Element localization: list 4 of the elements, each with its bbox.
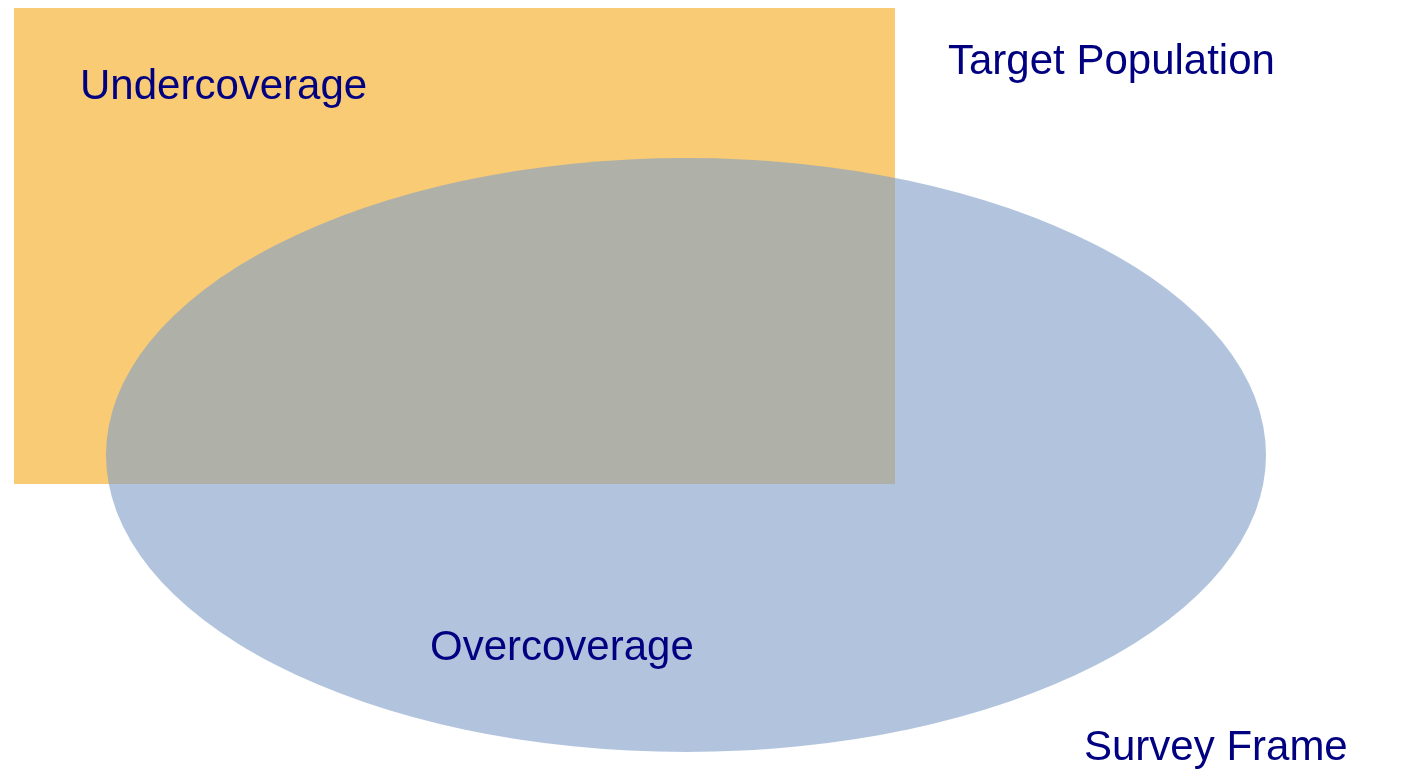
population-title: Target Population	[948, 35, 1275, 85]
undercoverage-label: Undercoverage	[80, 60, 368, 110]
overcoverage-label: Overcoverage	[430, 621, 694, 671]
frame-title: Survey Frame	[1084, 721, 1348, 770]
